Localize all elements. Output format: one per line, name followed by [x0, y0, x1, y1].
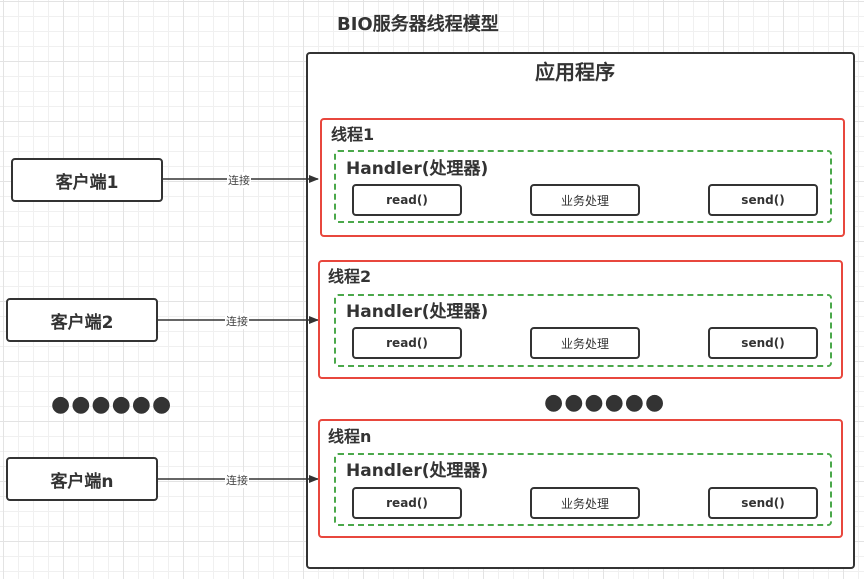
application-title: 应用程序: [535, 60, 615, 84]
thread-label: 线程n: [328, 427, 372, 446]
client-ellipsis: ●●●●●●: [51, 392, 173, 417]
handler-label: Handler(处理器): [346, 461, 489, 481]
step-business[interactable]: 业务处理: [530, 327, 640, 359]
client-label: 客户端n: [50, 471, 114, 492]
thread-label: 线程1: [331, 125, 375, 144]
step-label: 业务处理: [560, 496, 609, 511]
handler-label: Handler(处理器): [346, 159, 489, 179]
handler-label: Handler(处理器): [346, 302, 489, 322]
step-read[interactable]: read(): [352, 487, 462, 519]
step-label: 业务处理: [560, 193, 609, 208]
connection-label: 连接: [225, 472, 249, 488]
step-business[interactable]: 业务处理: [530, 184, 640, 216]
thread-box-2[interactable]: [318, 260, 843, 379]
step-label: send(): [741, 336, 785, 350]
step-label: 业务处理: [560, 336, 609, 351]
client-label: 客户端2: [50, 312, 114, 333]
step-label: read(): [386, 496, 428, 510]
step-read[interactable]: read(): [352, 184, 462, 216]
handler-box[interactable]: [334, 294, 832, 367]
step-send[interactable]: send(): [708, 327, 818, 359]
handler-box[interactable]: [334, 453, 832, 526]
connection-label: 连接: [227, 172, 251, 188]
step-send[interactable]: send(): [708, 487, 818, 519]
step-label: send(): [741, 496, 785, 510]
step-label: read(): [386, 193, 428, 207]
thread-ellipsis: ●●●●●●: [544, 390, 666, 415]
diagram-title: BIO服务器线程模型: [337, 14, 499, 35]
step-label: read(): [386, 336, 428, 350]
step-business[interactable]: 业务处理: [530, 487, 640, 519]
step-label: send(): [741, 193, 785, 207]
connection-label: 连接: [225, 313, 249, 329]
client-box-1[interactable]: 客户端1: [11, 158, 163, 202]
thread-label: 线程2: [328, 267, 372, 286]
client-box-n[interactable]: 客户端n: [6, 457, 158, 501]
step-send[interactable]: send(): [708, 184, 818, 216]
handler-box[interactable]: [334, 150, 832, 223]
thread-box-1[interactable]: [320, 118, 845, 237]
client-box-2[interactable]: 客户端2: [6, 298, 158, 342]
step-read[interactable]: read(): [352, 327, 462, 359]
client-label: 客户端1: [55, 172, 119, 193]
